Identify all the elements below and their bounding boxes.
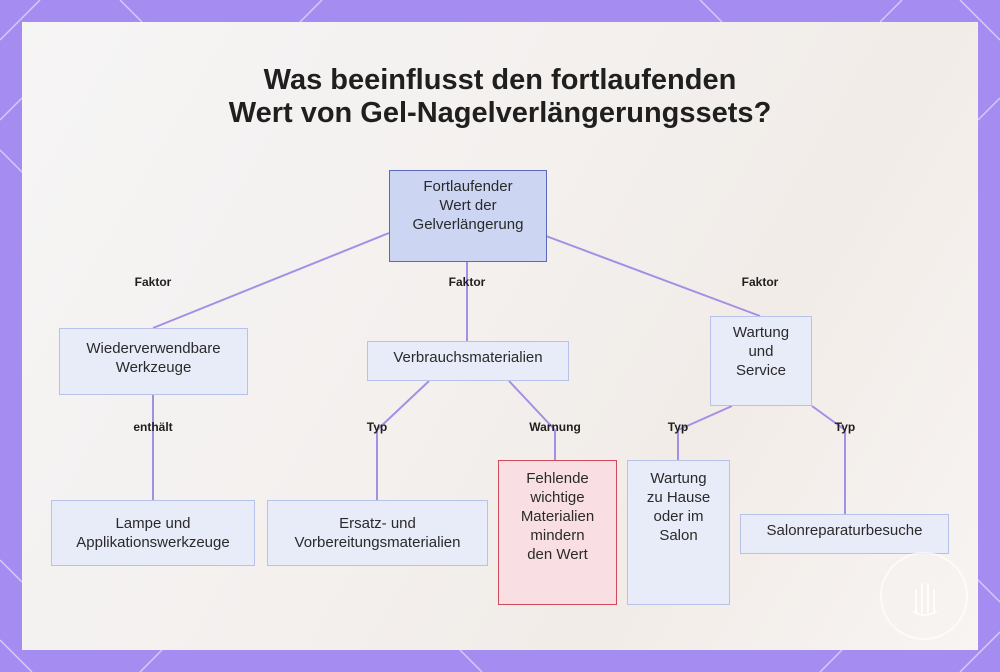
node-maintenance-label: Wartung und Service <box>732 324 790 379</box>
node-consumables: Verbrauchsmaterialien <box>367 341 569 381</box>
hand-logo-icon <box>880 552 968 640</box>
edge-label-type-consumables: Typ <box>366 420 388 434</box>
node-home-or-salon: Wartung zu Hause oder im Salon <box>627 460 730 605</box>
edge-maintenance-home-a <box>677 405 733 431</box>
edge-label-contains: enthält <box>133 420 173 434</box>
edge-label-factor-mid: Faktor <box>448 275 486 289</box>
node-reusable-tools: Wiederverwendbare Werkzeuge <box>59 328 248 395</box>
edge-label-factor-left: Faktor <box>134 275 172 289</box>
node-missing-materials-label: Fehlende wichtige Materialien mindern de… <box>520 470 595 563</box>
node-home-or-salon-label: Wartung zu Hause oder im Salon <box>646 470 711 544</box>
diagram-title: Was beeinflusst den fortlaufenden Wert v… <box>22 64 978 130</box>
node-replacement-materials-label: Ersatz- und Vorbereitungsmaterialien <box>294 515 461 551</box>
edge-label-factor-right: Faktor <box>741 275 779 289</box>
edge-consumables-missing-a <box>508 380 556 431</box>
node-maintenance: Wartung und Service <box>710 316 812 406</box>
edge-maintenance-repair-a <box>811 405 846 431</box>
node-consumables-label: Verbrauchsmaterialien <box>393 349 543 366</box>
diagram-panel: Was beeinflusst den fortlaufenden Wert v… <box>22 22 978 650</box>
edge-label-warning: Warnung <box>529 420 581 434</box>
node-salon-repair-label: Salonreparaturbesuche <box>766 522 923 539</box>
node-reusable-tools-label: Wiederverwendbare Werkzeuge <box>86 340 221 376</box>
title-line-2: Wert von Gel-Nagelverlängerungssets? <box>228 97 772 129</box>
edge-root-tools <box>152 232 390 329</box>
node-missing-materials-warning: Fehlende wichtige Materialien mindern de… <box>498 460 617 605</box>
edge-root-maintenance <box>545 235 761 317</box>
edges <box>152 232 846 514</box>
node-lamp-tools: Lampe und Applikationswerkzeuge <box>51 500 255 566</box>
title-line-1: Was beeinflusst den fortlaufenden <box>263 64 737 96</box>
node-root: Fortlaufender Wert der Gelverlängerung <box>389 170 547 262</box>
edge-label-type-home: Typ <box>667 420 689 434</box>
node-root-label: Fortlaufender Wert der Gelverlängerung <box>412 178 524 233</box>
edge-consumables-replacement-a <box>376 380 430 431</box>
node-salon-repair: Salonreparaturbesuche <box>740 514 949 554</box>
edge-label-type-repair: Typ <box>834 420 856 434</box>
node-lamp-tools-label: Lampe und Applikationswerkzeuge <box>76 515 230 551</box>
node-replacement-materials: Ersatz- und Vorbereitungsmaterialien <box>267 500 488 566</box>
